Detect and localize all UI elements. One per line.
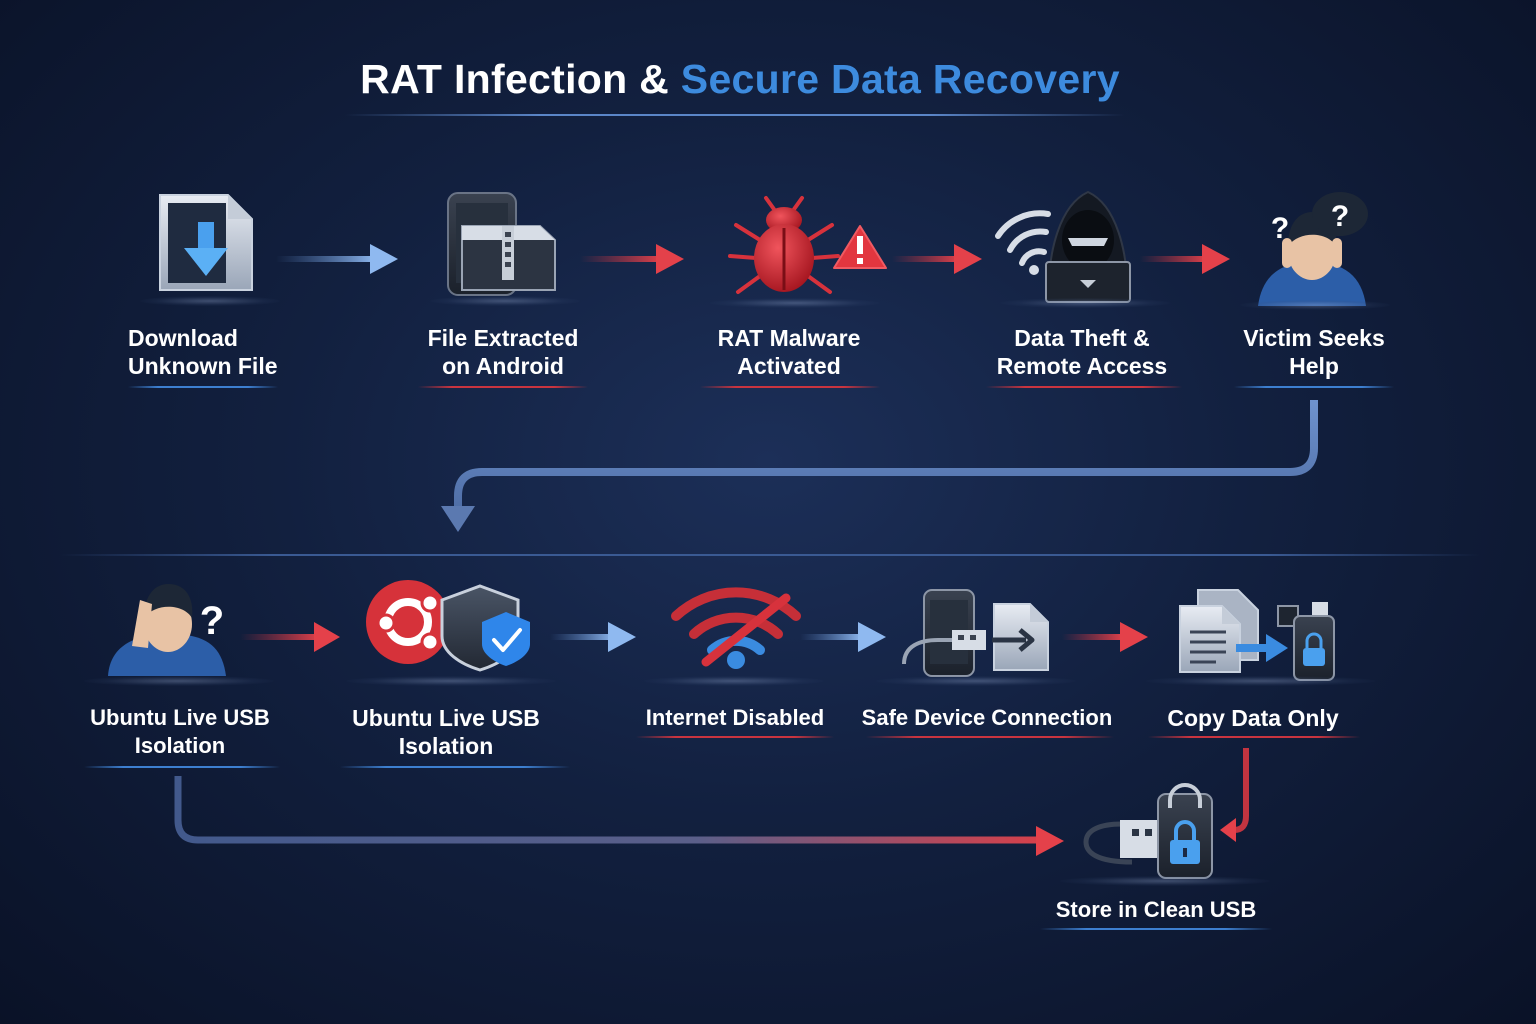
step-4-label: Data Theft & Remote Access xyxy=(972,324,1192,380)
icon-pedestal xyxy=(1240,300,1390,310)
icon-pedestal xyxy=(346,676,556,686)
step-8-underline xyxy=(636,736,834,738)
step-8-label: Internet Disabled xyxy=(626,704,844,732)
step-1-label-line-1: Download xyxy=(128,325,238,351)
connector-step6-to-step11 xyxy=(174,776,1064,856)
arrow-9-to-10 xyxy=(1062,622,1148,652)
download-file-icon xyxy=(159,194,253,291)
step-3-underline xyxy=(700,386,880,388)
step-11-label-line-1: Store in Clean USB xyxy=(1055,897,1257,922)
step-6-label: Ubuntu Live USB Isolation xyxy=(74,704,286,760)
copy-to-usb-icon xyxy=(1179,589,1335,681)
step-9-label-line-1: Safe Device Connection xyxy=(861,705,1113,730)
hacker-laptop-wifi-icon xyxy=(995,190,1131,303)
step-10-label: Copy Data Only xyxy=(1146,704,1360,732)
arrow-7-to-8 xyxy=(550,622,636,652)
step-5-label-line-1: Victim Seeks xyxy=(1243,325,1385,351)
svg-text:?: ? xyxy=(200,599,224,643)
confused-person-question-icon: ? xyxy=(108,584,226,676)
icon-pedestal xyxy=(710,298,880,308)
arrow-3-to-4 xyxy=(892,244,982,274)
step-6-underline xyxy=(84,766,280,768)
step-9-underline xyxy=(866,736,1114,738)
step-10-underline xyxy=(1148,736,1360,738)
title-main: RAT Infection & xyxy=(360,56,670,102)
step-3-label: RAT Malware Activated xyxy=(684,324,894,380)
wifi-disabled-icon xyxy=(671,587,801,669)
step-2-label-line-2: on Android xyxy=(442,353,564,379)
icon-pedestal xyxy=(430,296,580,306)
arrow-1-to-2 xyxy=(276,244,398,274)
step-3-label-line-2: Activated xyxy=(737,353,841,379)
ubuntu-shield-icon xyxy=(366,580,530,672)
step-4-label-line-1: Data Theft & xyxy=(1014,325,1150,351)
step-1-underline xyxy=(128,386,278,388)
step-6-label-line-2: Isolation xyxy=(134,733,226,758)
arrow-8-to-9 xyxy=(800,622,886,652)
phone-usb-connection-icon xyxy=(902,589,1049,677)
step-1-label-line-2: Unknown File xyxy=(128,353,278,379)
svg-text:?: ? xyxy=(1331,200,1349,233)
step-4-label-line-2: Remote Access xyxy=(996,353,1168,379)
page-title: RAT Infection & Secure Data Recovery xyxy=(0,56,1480,103)
icon-pedestal xyxy=(140,296,280,306)
step-7-label-line-2: Isolation xyxy=(398,733,494,759)
svg-text:?: ? xyxy=(1271,212,1289,245)
step-1-label: Download Unknown File xyxy=(128,324,278,380)
step-11-label: Store in Clean USB xyxy=(1040,896,1272,924)
step-5-underline xyxy=(1234,386,1394,388)
locked-usb-drive-icon xyxy=(1083,783,1213,879)
step-6-label-line-1: Ubuntu Live USB xyxy=(90,705,270,730)
connector-step10-to-step11 xyxy=(1220,748,1249,842)
confused-person-icon: ? ? xyxy=(1258,192,1368,306)
title-underline xyxy=(345,114,1125,116)
malware-bug-warning-icon xyxy=(728,196,887,294)
arrow-6-to-7 xyxy=(240,622,340,652)
step-2-underline xyxy=(418,386,588,388)
step-7-label: Ubuntu Live USB Isolation xyxy=(334,704,558,760)
step-5-label-line-2: Help xyxy=(1289,353,1339,379)
step-4-underline xyxy=(986,386,1182,388)
step-2-label-line-1: File Extracted xyxy=(427,325,579,351)
row-divider xyxy=(60,554,1480,556)
step-9-label: Safe Device Connection xyxy=(858,704,1116,732)
icon-pedestal xyxy=(1060,876,1270,886)
step-10-label-line-1: Copy Data Only xyxy=(1167,705,1339,731)
step-3-label-line-1: RAT Malware xyxy=(717,325,861,351)
icon-pedestal xyxy=(1146,676,1376,686)
icon-pedestal xyxy=(84,676,274,686)
step-8-label-line-1: Internet Disabled xyxy=(645,705,825,730)
icon-pedestal xyxy=(876,676,1076,686)
step-7-label-line-1: Ubuntu Live USB xyxy=(352,705,540,731)
icon-pedestal xyxy=(644,676,824,686)
step-5-label: Victim Seeks Help xyxy=(1224,324,1404,380)
zip-archive-icon xyxy=(447,192,556,296)
step-7-underline xyxy=(340,766,570,768)
step-2-label: File Extracted on Android xyxy=(398,324,608,380)
connector-row1-to-row2 xyxy=(441,400,1318,532)
arrow-4-to-5 xyxy=(1140,244,1230,274)
step-11-underline xyxy=(1040,928,1272,930)
title-accent: Secure Data Recovery xyxy=(680,56,1120,102)
arrow-2-to-3 xyxy=(580,244,684,274)
icon-pedestal xyxy=(1000,298,1170,308)
